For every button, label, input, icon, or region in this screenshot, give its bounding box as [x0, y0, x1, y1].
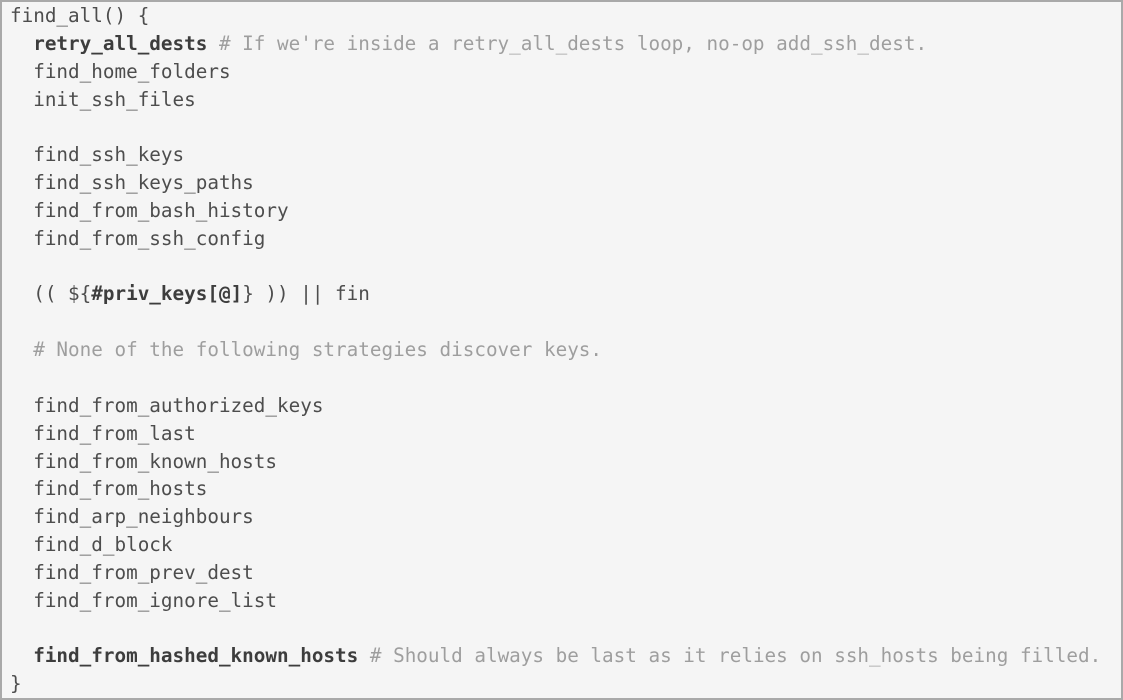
code-segment-bold: find_from_hashed_known_hosts [33, 644, 359, 668]
code-segment-comment: # None of the following strategies disco… [33, 338, 603, 362]
code-line: find_from_hashed_known_hosts # Should al… [10, 642, 1121, 670]
code-line: find_from_ignore_list [10, 587, 1121, 615]
code-line: find_home_folders [10, 58, 1121, 86]
code-segment-code: find_from_ignore_list [10, 588, 277, 612]
code-segment-code: find_home_folders [10, 59, 231, 83]
code-line: find_all() { [10, 2, 1121, 30]
code-segment-bold: retry_all_dests [33, 31, 208, 55]
code-segment-bold: #priv_keys[@] [91, 282, 243, 306]
code-line: find_ssh_keys [10, 141, 1121, 169]
code-segment-code [10, 32, 33, 55]
code-line: find_from_ssh_config [10, 225, 1121, 253]
code-segment-code: find_ssh_keys_paths [10, 171, 254, 195]
code-line [10, 253, 1121, 281]
code-segment-code: find_from_known_hosts [10, 449, 277, 473]
code-line: find_from_last [10, 420, 1121, 448]
code-segment-code: find_from_authorized_keys [10, 393, 324, 417]
code-line: find_from_bash_history [10, 197, 1121, 225]
code-segment-code: find_d_block [10, 533, 173, 557]
code-segment-code: } )) || fin [242, 282, 370, 306]
code-segment-code: find_from_ssh_config [10, 226, 266, 250]
code-segment-code: find_from_hosts [10, 477, 208, 501]
code-segment-code [358, 644, 370, 667]
code-line: find_from_prev_dest [10, 559, 1121, 587]
code-segment-code: } [10, 672, 22, 696]
code-line [10, 308, 1121, 336]
code-segment-code: find_from_last [10, 421, 196, 445]
code-line: init_ssh_files [10, 86, 1121, 114]
code-segment-code: find_from_prev_dest [10, 560, 254, 584]
code-line [10, 113, 1121, 141]
code-line: find_from_known_hosts [10, 448, 1121, 476]
code-segment-code: find_from_bash_history [10, 198, 289, 222]
code-line: (( ${#priv_keys[@]} )) || fin [10, 280, 1121, 308]
code-line: retry_all_dests # If we're inside a retr… [10, 30, 1121, 58]
code-line: } [10, 670, 1121, 698]
code-line: # None of the following strategies disco… [10, 336, 1121, 364]
code-line: find_from_authorized_keys [10, 392, 1121, 420]
code-segment-code [207, 32, 219, 55]
code-line: find_from_hosts [10, 475, 1121, 503]
code-line: find_ssh_keys_paths [10, 169, 1121, 197]
code-segment-comment: # If we're inside a retry_all_dests loop… [218, 31, 928, 55]
code-line [10, 364, 1121, 392]
code-segment-code: find_ssh_keys [10, 143, 185, 167]
code-segment-code: (( ${ [10, 282, 92, 306]
code-segment-comment: # Should always be last as it relies on … [369, 644, 1102, 668]
code-segment-code: init_ssh_files [10, 87, 196, 111]
code-segment-code [10, 338, 33, 361]
code-segment-code: find_all() { [10, 4, 150, 27]
code-segment-code: find_arp_neighbours [10, 505, 254, 529]
code-line: find_d_block [10, 531, 1121, 559]
code-segment-code [10, 644, 33, 667]
code-line: find_arp_neighbours [10, 503, 1121, 531]
code-line [10, 615, 1121, 643]
